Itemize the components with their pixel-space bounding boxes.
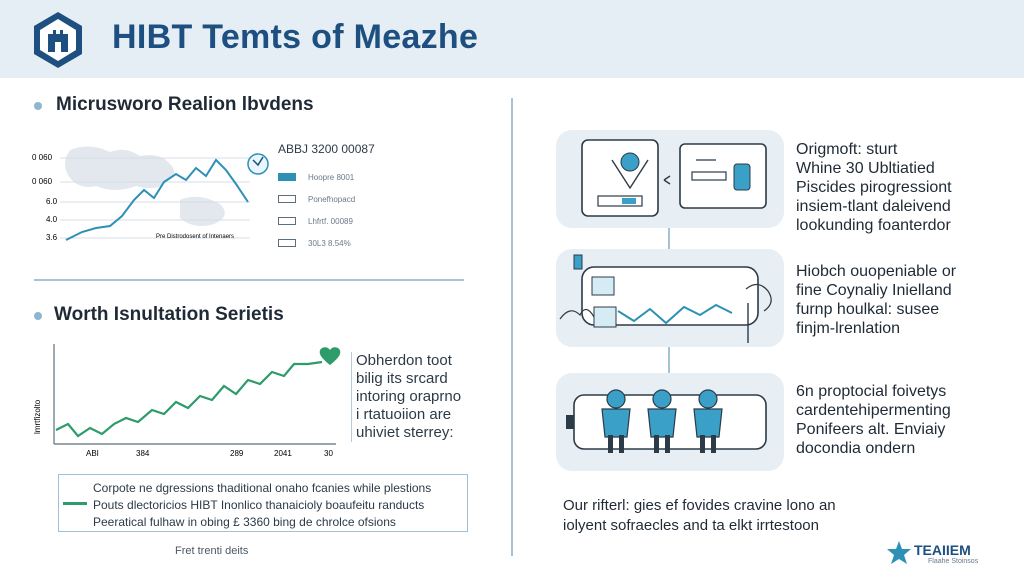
legend-swatch bbox=[63, 502, 87, 505]
panel-text-line: docondia ondern bbox=[796, 440, 916, 457]
people-icon bbox=[601, 389, 723, 453]
brand-name: TEAIIEM bbox=[914, 542, 971, 558]
brand-tagline: Flaahe Stoinsos bbox=[928, 558, 979, 565]
section-title: Micrusworo Realion lbvdens bbox=[56, 94, 314, 115]
heart-icon bbox=[319, 347, 341, 365]
legend-item: Hoopre 8001 bbox=[278, 166, 428, 188]
legend-item: Ponefhopacd bbox=[278, 188, 428, 210]
chart-inner-label: Pre Distrodosent of Intenaers bbox=[156, 234, 234, 240]
x-tick: 289 bbox=[230, 449, 244, 458]
brand-mark: TEAIIEM Flaahe Stoinsos bbox=[884, 536, 1008, 570]
arrow-icon bbox=[663, 175, 671, 185]
section-bullet bbox=[34, 312, 42, 320]
panel-text-line: 6n proptocial foivetys bbox=[796, 383, 947, 400]
process-panel-2 bbox=[556, 249, 784, 347]
shield-logo-icon bbox=[34, 12, 82, 68]
panel-text-line: Ponifeers alt. Enviaiy bbox=[796, 421, 946, 438]
y-tick: 0 060 bbox=[32, 153, 53, 162]
closing-line: Our rifterl: gies ef fovides cravine lon… bbox=[563, 497, 836, 514]
horizontal-divider bbox=[34, 279, 464, 281]
y-tick: 3.6 bbox=[46, 233, 58, 242]
process-panel-3 bbox=[556, 373, 784, 471]
legend-swatch bbox=[278, 217, 296, 225]
y-tick: 0 060 bbox=[32, 177, 53, 186]
line-chart-large: lmrtfizolto ABI 384 289 2041 30 bbox=[33, 344, 341, 458]
y-tick: 4.0 bbox=[46, 215, 58, 224]
panel-2-text: Hiobch ouopeniable or fine Coynaliy Inie… bbox=[796, 262, 956, 338]
series-line bbox=[65, 158, 249, 241]
chart-description: Obherdon toot bilig its srcard intoring … bbox=[351, 352, 461, 442]
x-tick: 384 bbox=[136, 449, 150, 458]
gauge-icon bbox=[620, 152, 640, 172]
panel-text-line: furnp houlkal: susee bbox=[796, 301, 940, 318]
line-chart-small: 0 060 0 060 6.0 4.0 3.6 Pre Distrodosent… bbox=[32, 146, 269, 242]
tablet-icon bbox=[581, 266, 759, 326]
series-line bbox=[55, 360, 323, 438]
panel-text-line: Whine 30 Ubltiatied bbox=[796, 160, 935, 177]
legend-swatch bbox=[278, 195, 296, 203]
description-line: Obherdon toot bbox=[356, 352, 452, 369]
y-tick: 6.0 bbox=[46, 197, 58, 206]
panel-text-line: insiem-tlant daleivend bbox=[796, 198, 951, 215]
note-line: Peeratical fulhaw in obing £ 3360 bing d… bbox=[93, 515, 396, 529]
legend-heading: ABBJ 3200 00087 bbox=[278, 142, 375, 156]
note-line: Pouts dlectoricios HIBT Inonlico thanaic… bbox=[93, 498, 425, 512]
chart-legend: ABBJ 3200 00087 Hoopre 8001 Ponefhopacd … bbox=[278, 142, 428, 254]
legend-label: Lhfrtf. 00089 bbox=[308, 216, 353, 226]
legend-label: Ponefhopacd bbox=[308, 194, 356, 204]
check-mark-icon bbox=[252, 156, 264, 167]
section-title: Worth Isnultation Serietis bbox=[54, 304, 284, 325]
page-title: HIBT Temts of Meazhe bbox=[112, 18, 479, 56]
panel-text-line: Piscides pirogressiont bbox=[796, 179, 952, 196]
panel-text-line: finjm-lrenlation bbox=[796, 320, 901, 337]
description-line: uhiviet sterrey: bbox=[356, 424, 454, 441]
notes-box: Corpote ne dgressions thaditional onaho … bbox=[58, 474, 468, 532]
description-line: i rtatuoiion are bbox=[356, 406, 452, 423]
panel-text-line: Hiobch ouopeniable or bbox=[796, 263, 957, 280]
panel-text-line: Origmoft: sturt bbox=[796, 141, 898, 158]
header: HIBT Temts of Meazhe bbox=[0, 0, 1024, 78]
panel-text-line: lookunding foanterdor bbox=[796, 217, 951, 234]
chart-grid bbox=[60, 157, 250, 239]
description-line: intoring oraprno bbox=[356, 388, 462, 405]
process-panel-1 bbox=[556, 130, 784, 228]
description-line: bilig its srcard bbox=[356, 370, 448, 387]
trend-line bbox=[617, 303, 733, 325]
star-logo-icon bbox=[887, 541, 911, 564]
vertical-divider bbox=[511, 98, 513, 556]
legend-label: Hoopre 8001 bbox=[308, 172, 355, 182]
panel-text-line: fine Coynaliy Inielland bbox=[796, 282, 952, 299]
legend-item: 30L3 8.54% bbox=[278, 232, 428, 254]
closing-text: Our rifterl: gies ef fovides cravine lon… bbox=[563, 496, 836, 536]
map-background-icon bbox=[65, 146, 225, 226]
legend-swatch bbox=[278, 239, 296, 247]
x-tick: 2041 bbox=[274, 449, 292, 458]
panel-3-text: 6n proptocial foivetys cardentehiperment… bbox=[796, 382, 951, 458]
y-axis-label: lmrtfizolto bbox=[33, 399, 42, 434]
legend-item: Lhfrtf. 00089 bbox=[278, 210, 428, 232]
note-line: Corpote ne dgressions thaditional onaho … bbox=[93, 481, 432, 495]
panel-text-line: cardentehipermenting bbox=[796, 402, 951, 419]
panel-1-text: Origmoft: sturt Whine 30 Ubltiatied Pisc… bbox=[796, 140, 952, 235]
closing-line: iolyent sofraecles and ta elkt irrtestoo… bbox=[563, 517, 819, 534]
section-bullet bbox=[34, 102, 42, 110]
connector-line bbox=[668, 346, 670, 374]
x-tick: ABI bbox=[86, 449, 99, 458]
legend-label: 30L3 8.54% bbox=[308, 238, 351, 248]
legend-swatch bbox=[278, 173, 296, 181]
connector-line bbox=[668, 228, 670, 250]
x-tick: 30 bbox=[324, 449, 333, 458]
leaf-icon bbox=[559, 283, 772, 320]
footnote: Fret trenti deits bbox=[175, 545, 249, 557]
